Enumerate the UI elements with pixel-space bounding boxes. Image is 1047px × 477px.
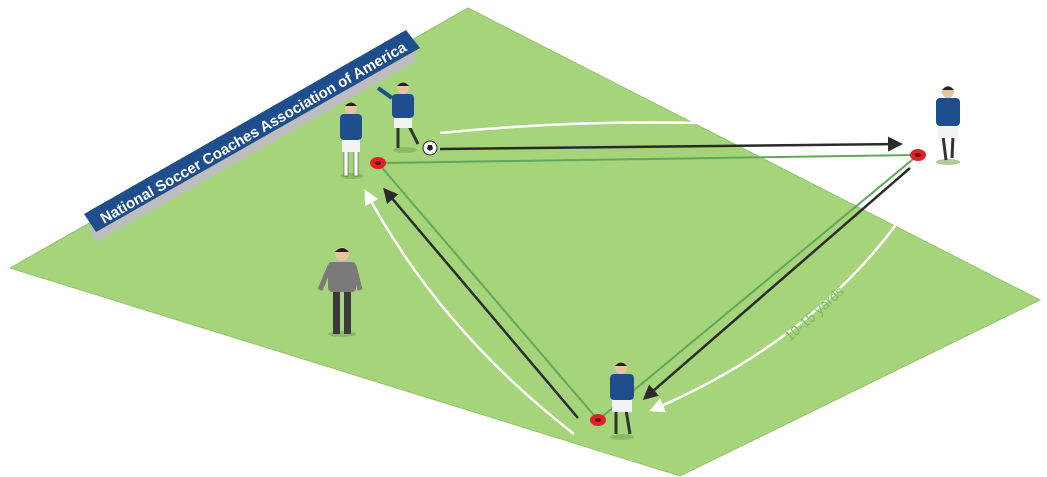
player-top-right (936, 86, 960, 165)
soccer-ball (423, 141, 437, 155)
cone-bottom (590, 414, 606, 426)
cone-top-left (370, 157, 386, 169)
cone-top-right (910, 149, 926, 161)
field (10, 8, 1040, 476)
field-surface (10, 8, 1040, 476)
